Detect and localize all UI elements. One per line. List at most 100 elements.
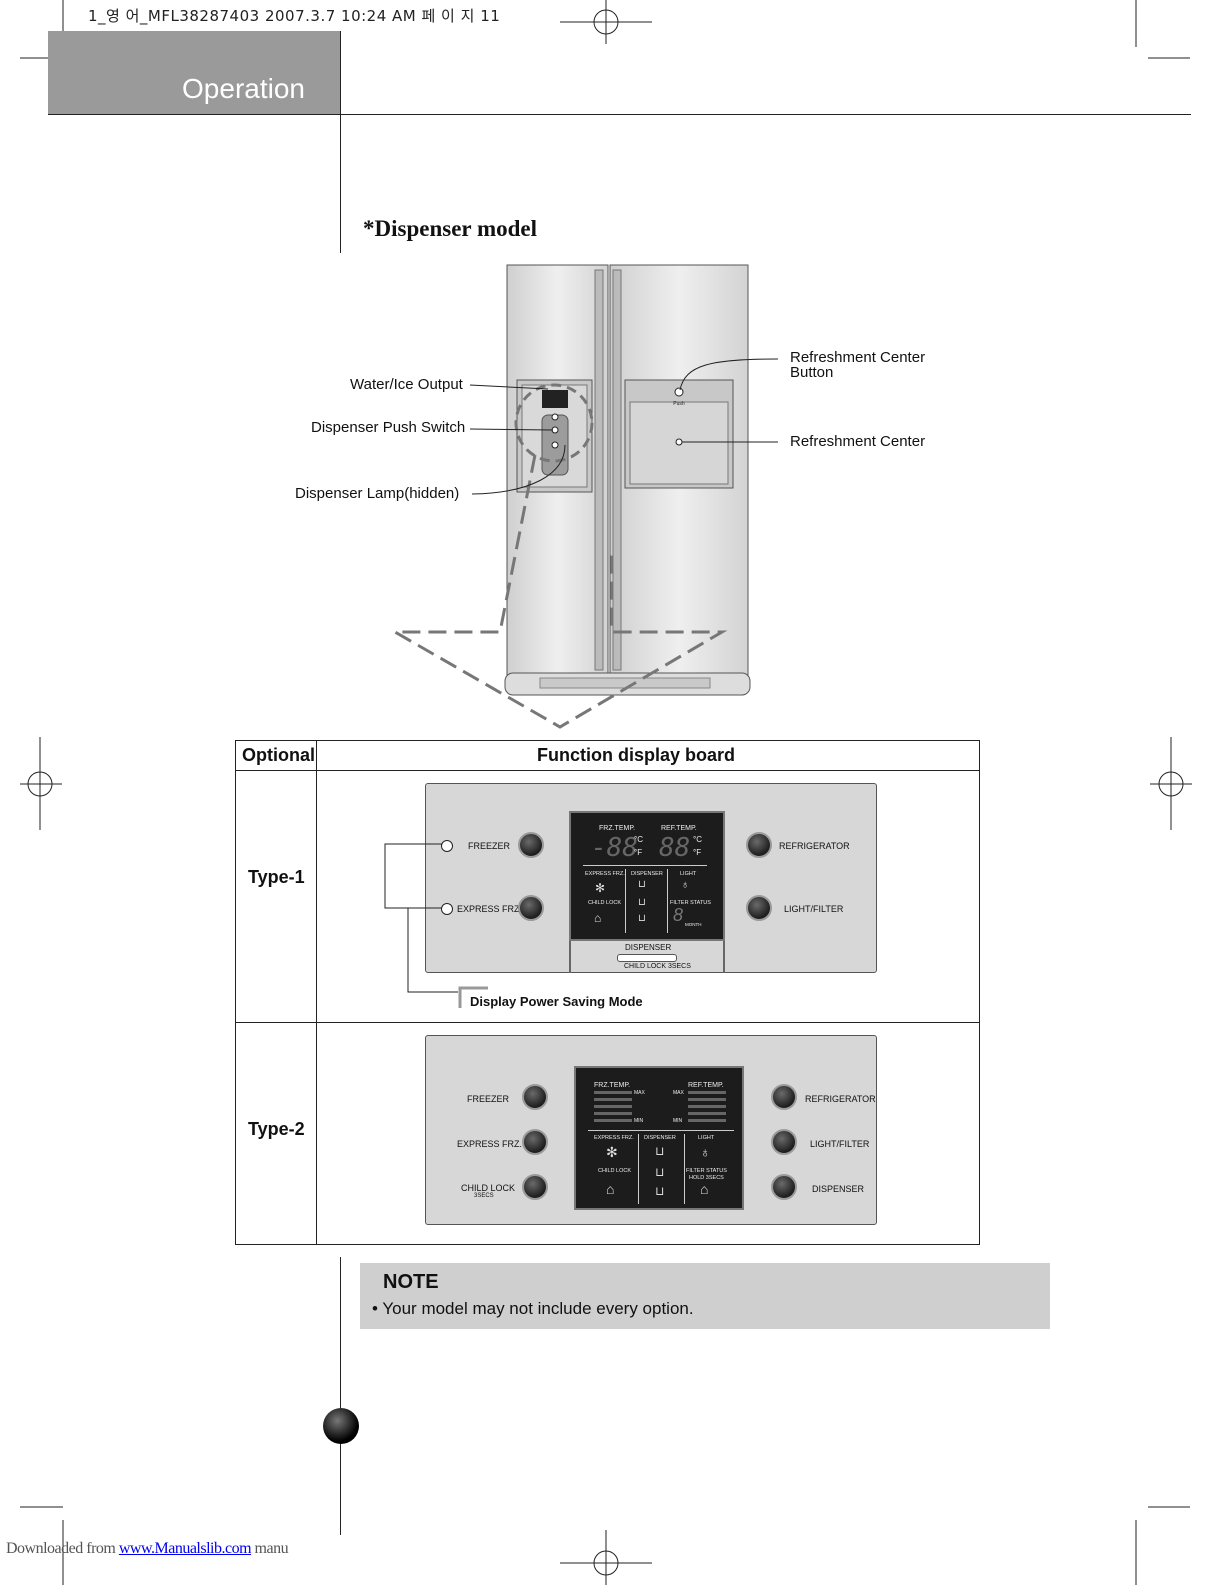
type1-panel: FREEZER EXPRESS FRZ. FRZ.TEMP. REF.TEMP.… (425, 783, 877, 973)
header-rule (48, 114, 1191, 115)
type1-light-filter-button[interactable] (746, 895, 772, 921)
type2-label-light-filter: LIGHT/FILTER (810, 1139, 870, 1149)
note-box: NOTE • Your model may not include every … (360, 1263, 1050, 1329)
type2-express-button[interactable] (522, 1129, 548, 1155)
type1-lcd-ref: REF.TEMP. (661, 825, 697, 832)
margin-rule-top (340, 31, 341, 253)
type2-lcd-hold: HOLD 3SECS (689, 1175, 724, 1181)
type2-lcd-frz-min: MIN (634, 1118, 644, 1124)
type2-light-filter-button[interactable] (771, 1129, 797, 1155)
type2-label: Type-2 (248, 1119, 305, 1139)
type1-bottom-div-right (723, 941, 725, 973)
type2-lcd-ref-max: MAX (673, 1090, 684, 1096)
function-display-table (235, 740, 980, 1245)
type1-label: Type-1 (248, 867, 305, 887)
type2-label-refrigerator: REFRIGERATOR (805, 1094, 876, 1104)
type2-freezer-button[interactable] (522, 1084, 548, 1110)
type1-express-button[interactable] (518, 895, 544, 921)
callout-refreshment-center: Refreshment Center (790, 433, 926, 450)
type1-lcd-child-lock: CHILD LOCK (588, 900, 622, 906)
type2-lcd-express: EXPRESS FRZ. (594, 1135, 634, 1141)
callout-refreshment-button-line1: Refreshment Center (790, 349, 926, 366)
type1-lcd-ref-digits: 88 (659, 833, 691, 863)
push-mark: Push (673, 401, 685, 407)
file-info: 1_영 어_MFL38287403 2007.3.7 10:24 AM 페 이 … (88, 7, 501, 25)
type2-lcd-light: LIGHT (698, 1135, 715, 1141)
type1-lcd-divider (583, 865, 707, 866)
margin-rule-bottom (340, 1257, 341, 1535)
power-saving-bracket (384, 843, 488, 1008)
type2-lcd-dispenser: DISPENSER (644, 1135, 676, 1141)
type1-lcd-filter: FILTER STATUS (670, 900, 711, 906)
type2-lcd-child-lock: CHILD LOCK (598, 1168, 632, 1174)
crushed-ice-icon: ⊔ (638, 913, 646, 924)
note-text: • Your model may not include every optio… (372, 1299, 694, 1318)
type2-dispenser-button[interactable] (771, 1174, 797, 1200)
express-indicator-icon (441, 903, 453, 915)
type2-label-freezer: FREEZER (467, 1094, 510, 1104)
type1-freezer-button[interactable] (518, 832, 544, 858)
type2-lcd-frz: FRZ.TEMP. (594, 1082, 631, 1089)
dispenser-model-title: *Dispenser model (363, 216, 537, 241)
type1-lcd-filter-digit: 8 (673, 905, 684, 925)
page-marker-icon (323, 1408, 359, 1444)
type1-lcd-month: MONTH (685, 922, 702, 927)
type1-lcd-dispenser: DISPENSER (631, 871, 663, 877)
type2-lcd-ref-min: MIN (673, 1118, 683, 1124)
type1-label-light-filter: LIGHT/FILTER (784, 904, 844, 914)
type1-lcd-frz-digits: -88 (591, 833, 638, 863)
footer-suffix: manu (251, 1540, 289, 1557)
callout-dispenser-push-switch: Dispenser Push Switch (311, 419, 466, 436)
type2-label-child-lock: CHILD LOCK (461, 1183, 516, 1193)
type1-lcd-vdiv2 (667, 869, 668, 933)
crushed-ice-icon: ⊔ (655, 1184, 665, 1198)
snowflake-arrow-icon: ✻ (606, 1144, 618, 1160)
note-title: NOTE (383, 1271, 439, 1293)
type2-label-express: EXPRESS FRZ. (457, 1139, 523, 1149)
type2-lcd-frz-max: MAX (634, 1090, 645, 1096)
type2-lcd-divider (588, 1130, 734, 1131)
callout-water-ice-output: Water/Ice Output (350, 376, 463, 393)
type2-label-dispenser: DISPENSER (812, 1184, 865, 1194)
lock-icon: ⌂ (594, 911, 602, 925)
type2-child-lock-button[interactable] (522, 1174, 548, 1200)
filter-icon: ⌂ (700, 1181, 709, 1197)
type1-lcd-unit-c: °C (634, 835, 643, 844)
callout-dispenser-lamp: Dispenser Lamp(hidden) (295, 485, 460, 502)
footer-link[interactable]: www.Manualslib.com (118, 1540, 252, 1557)
power-saving-label: Display Power Saving Mode (470, 994, 643, 1009)
type2-lcd: FRZ.TEMP. REF.TEMP. MAX MIN MAX MIN EXPR… (574, 1066, 744, 1210)
table-header-optional: Optional (242, 745, 315, 765)
type2-label-child-lock-sub: 3SECS (474, 1193, 494, 1199)
water-cup-icon: ⊔ (655, 1165, 665, 1179)
type1-label-express: EXPRESS FRZ. (457, 904, 523, 914)
section-header: Operation (48, 31, 341, 115)
bulb-icon: ♁ (681, 879, 690, 891)
table-header-board: Function display board (537, 745, 736, 765)
type2-lcd-vdiv1 (638, 1134, 639, 1204)
type2-lcd-ref: REF.TEMP. (688, 1082, 724, 1089)
type1-lcd-express: EXPRESS FRZ. (585, 871, 625, 877)
table-col-divider (316, 741, 317, 1244)
snowflake-icon: ✻ (595, 881, 606, 895)
ice-cup-icon: ⊔ (638, 879, 646, 890)
type1-lcd-frz: FRZ.TEMP. (599, 825, 636, 832)
type1-lcd-vdiv1 (625, 869, 626, 933)
refrigerator-illustration: Push (389, 264, 779, 729)
type2-lcd-vdiv2 (684, 1134, 685, 1204)
section-title: Operation (182, 73, 305, 104)
type2-ref-level-bars (688, 1091, 726, 1094)
type1-refrigerator-button[interactable] (746, 832, 772, 858)
type1-label-refrigerator: REFRIGERATOR (779, 841, 850, 851)
freezer-indicator-icon (441, 840, 453, 852)
type1-dispenser-bar[interactable] (617, 954, 677, 962)
callout-refreshment-button-line2: Button (790, 364, 834, 381)
type2-refrigerator-button[interactable] (771, 1084, 797, 1110)
footer: Downloaded from www.Manualslib.com manu (6, 1540, 289, 1558)
type1-bottom-div-left (569, 941, 571, 973)
lock-icon: ⌂ (606, 1181, 615, 1197)
callout-refreshment-button: Refreshment Center Button (790, 350, 925, 380)
type2-panel: FREEZER EXPRESS FRZ. CHILD LOCK 3SECS FR… (425, 1035, 877, 1225)
footer-prefix: Downloaded from (6, 1540, 119, 1557)
type1-bottom-child-lock: CHILD LOCK 3SECS (624, 963, 691, 970)
